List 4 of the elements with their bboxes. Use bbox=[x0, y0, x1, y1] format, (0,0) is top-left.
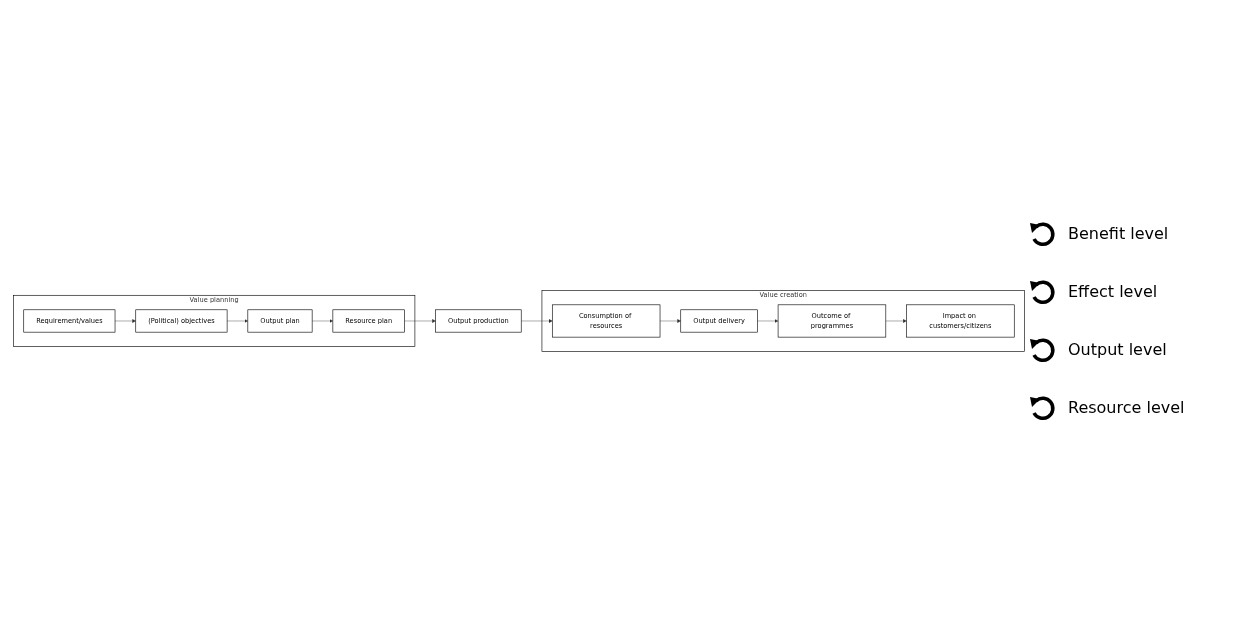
level-label: Effect level bbox=[1068, 282, 1158, 301]
level-label: Output level bbox=[1068, 340, 1167, 359]
level-label: Benefit level bbox=[1068, 224, 1169, 243]
level-label: Resource level bbox=[1068, 398, 1185, 417]
